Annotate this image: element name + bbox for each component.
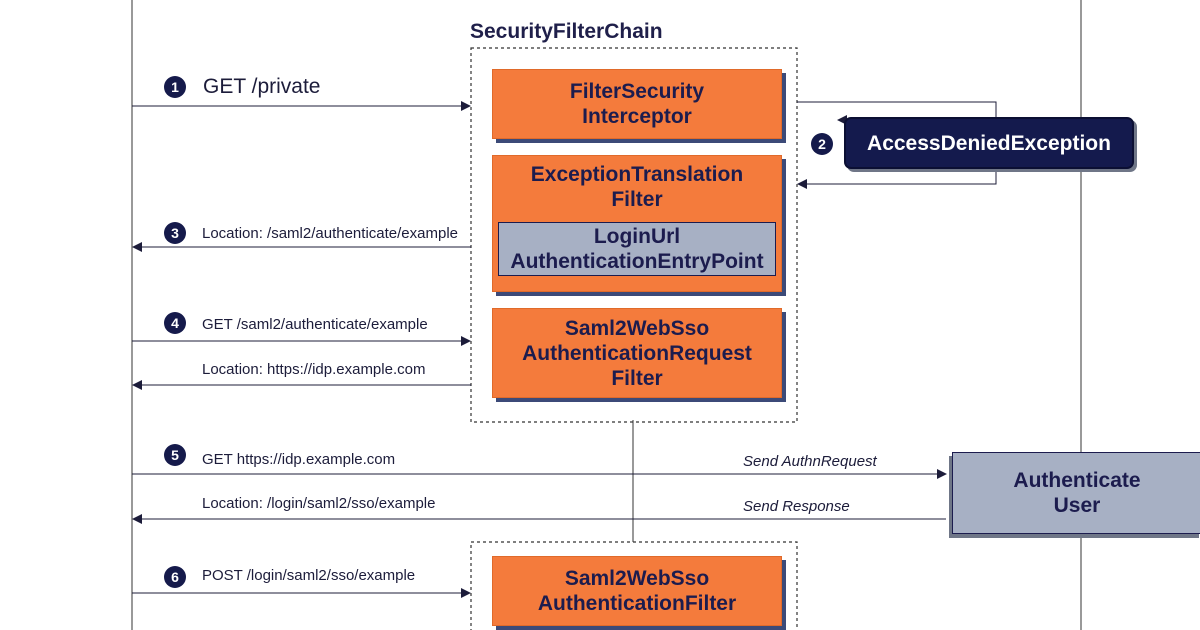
- step-4-response-label: Location: https://idp.example.com: [202, 361, 426, 378]
- step-5-response-label: Location: /login/saml2/sso/example: [202, 495, 436, 512]
- exception-translation-filter-label: ExceptionTranslation Filter: [530, 163, 744, 211]
- authenticate-user-box: Authenticate User: [952, 452, 1200, 534]
- step-3-badge: 3: [164, 222, 186, 244]
- step-4-label: GET /saml2/authenticate/example: [202, 316, 428, 333]
- step-5-badge: 5: [164, 444, 186, 466]
- filter-chain-container: [470, 47, 798, 423]
- step-4-badge: 4: [164, 312, 186, 334]
- filter-chain-container-bottom: [470, 541, 798, 630]
- step-6-label: POST /login/saml2/sso/example: [202, 567, 416, 584]
- step-5-label: GET https://idp.example.com: [202, 451, 396, 468]
- arrow-from-exception: [797, 163, 997, 189]
- step-1-badge: 1: [164, 76, 186, 98]
- login-url-authentication-entry-point: LoginUrl AuthenticationEntryPoint: [498, 222, 776, 276]
- access-denied-exception: AccessDeniedException: [844, 117, 1134, 169]
- saml2-authentication-filter: Saml2WebSso AuthenticationFilter: [492, 556, 782, 626]
- step-2-badge: 2: [811, 133, 833, 155]
- step-6-badge: 6: [164, 566, 186, 588]
- filter-chain-title: SecurityFilterChain: [462, 14, 671, 46]
- step-3-label: Location: /saml2/authenticate/example: [202, 225, 458, 242]
- send-response-label: Send Response: [743, 498, 850, 515]
- step-1-label: GET /private: [203, 75, 321, 98]
- saml2-authentication-request-filter: Saml2WebSso AuthenticationRequest Filter: [492, 308, 782, 398]
- send-authn-request-label: Send AuthnRequest: [743, 453, 877, 470]
- filter-security-interceptor: FilterSecurity Interceptor: [492, 69, 782, 139]
